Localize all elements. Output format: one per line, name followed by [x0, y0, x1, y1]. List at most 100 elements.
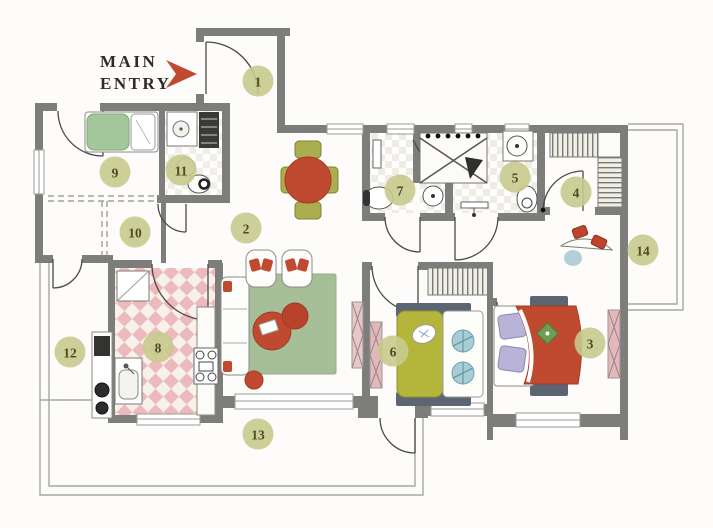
svg-text:10: 10 [128, 226, 142, 241]
bath5-toilet-seat [521, 197, 533, 209]
window-bed3-bottom [515, 412, 581, 428]
svg-text:2: 2 [243, 222, 250, 237]
bed6-round-pillow-2 [451, 361, 475, 385]
room-marker-11: 11 [165, 154, 197, 186]
wall-bed6-top-b [418, 262, 492, 270]
bedroom6-furniture [369, 267, 489, 406]
window-top-2 [386, 123, 415, 135]
wall-baths-bottom-c [498, 213, 545, 221]
wall-living-right-b [362, 262, 370, 398]
coffee-table-2 [281, 302, 309, 330]
door-balcony12 [52, 258, 83, 289]
main-entry-line1: MAIN [100, 52, 157, 71]
armchair-1 [245, 249, 277, 288]
balcony-12-13-outer-wall [39, 263, 424, 496]
bed3-wardrobe-pink [607, 309, 621, 379]
bed3-foot-bench [530, 383, 568, 396]
bedroom3-furniture [493, 296, 621, 396]
bath5-dark-fixture [465, 157, 483, 179]
room-marker-5: 5 [499, 161, 531, 193]
stove [193, 347, 219, 385]
svg-text:3: 3 [587, 337, 594, 352]
armchair-2 [281, 249, 313, 288]
bath11-dark-unit [199, 112, 219, 148]
wall-bath11-right [222, 103, 230, 203]
wall-entry-top [200, 28, 290, 36]
balcony-14-outer-wall [628, 123, 684, 311]
room-marker-13: 13 [242, 418, 274, 450]
room-marker-8: 8 [142, 331, 174, 363]
wall-right-outer [620, 125, 628, 440]
dining-chair-top [294, 140, 322, 159]
bed3-duvet-fold [518, 309, 534, 383]
wall-living-right-a [362, 128, 370, 215]
svg-text:5: 5 [512, 171, 519, 186]
room-marker-1: 1 [242, 65, 274, 97]
sofa-cushion-red-2 [223, 361, 232, 372]
windows [33, 123, 581, 428]
wall-baths-bottom-b [420, 213, 455, 221]
shower-panel [372, 139, 382, 169]
bath11-sink-drain [179, 127, 183, 131]
kitchen-sink [114, 357, 143, 405]
bed9-blanket [86, 113, 130, 151]
window-kitchen-bottom [136, 413, 201, 426]
living-furniture [220, 140, 364, 390]
bed9-pillow-line [135, 119, 151, 145]
laundry-unit [91, 331, 113, 419]
svg-text:12: 12 [63, 346, 77, 361]
wall-bed3-top-stub [487, 298, 497, 306]
wardrobe-top [549, 132, 599, 158]
room-marker-7: 7 [384, 174, 416, 206]
tv-console [351, 301, 364, 369]
window-room9-left [33, 149, 45, 195]
dining-table [284, 156, 332, 204]
main-entry-label: MAIN ENTRY [100, 52, 197, 93]
wall-vestibule [161, 203, 166, 263]
bath5-shelf [460, 201, 489, 209]
vanity-stool-2 [590, 234, 608, 250]
bath11-toilet-seat [198, 178, 210, 190]
bed3-pillow-2 [497, 345, 527, 373]
door-bath5 [454, 216, 499, 261]
room-marker-10: 10 [119, 216, 151, 248]
bed6-wardrobe [427, 267, 489, 296]
wall-entry-left-a [196, 28, 204, 42]
bath7-toilet-tank [363, 190, 370, 206]
room-marker-4: 4 [560, 176, 592, 208]
svg-text:6: 6 [390, 345, 397, 360]
room-marker-14: 14 [627, 234, 659, 266]
wall-stall-left [413, 128, 420, 183]
wall-room9-bath11 [159, 110, 165, 200]
svg-text:7: 7 [397, 184, 404, 199]
svg-text:8: 8 [155, 341, 162, 356]
wall-balcony12-top-a [35, 255, 53, 263]
vanity-stool-1 [571, 224, 589, 240]
sofa-cushion-red-1 [223, 281, 232, 292]
wall-leftwing-top-b [100, 103, 230, 111]
main-entry-arrow-icon [166, 60, 197, 88]
vanity-rug [564, 250, 582, 266]
shower-stall [419, 132, 488, 184]
door-stop-dot [540, 207, 546, 213]
room-markers: 1 2 3 4 5 6 7 8 9 10 11 12 13 14 [54, 65, 659, 450]
wall-leftwing-top-a [35, 103, 57, 111]
wall-entry-left-b [196, 94, 204, 108]
wall-closet4-bottom-b [595, 207, 628, 215]
dining-chair-bottom [294, 201, 322, 220]
bed6-round-pillow-1 [451, 329, 475, 353]
wall-bed6-bed3 [487, 262, 493, 440]
wall-kitchen-top-a [108, 260, 152, 268]
wardrobe-right [597, 156, 623, 208]
bedroom9-furniture [84, 111, 159, 153]
fridge-line [116, 270, 150, 302]
vanity-corner [559, 224, 614, 266]
wall-bath7-bath5 [445, 183, 453, 221]
window-top-1 [326, 123, 364, 135]
room-marker-6: 6 [377, 335, 409, 367]
main-entry-line2: ENTRY [100, 74, 171, 93]
bath5-fixtures [460, 130, 546, 217]
wall-pillar-b [415, 404, 428, 418]
